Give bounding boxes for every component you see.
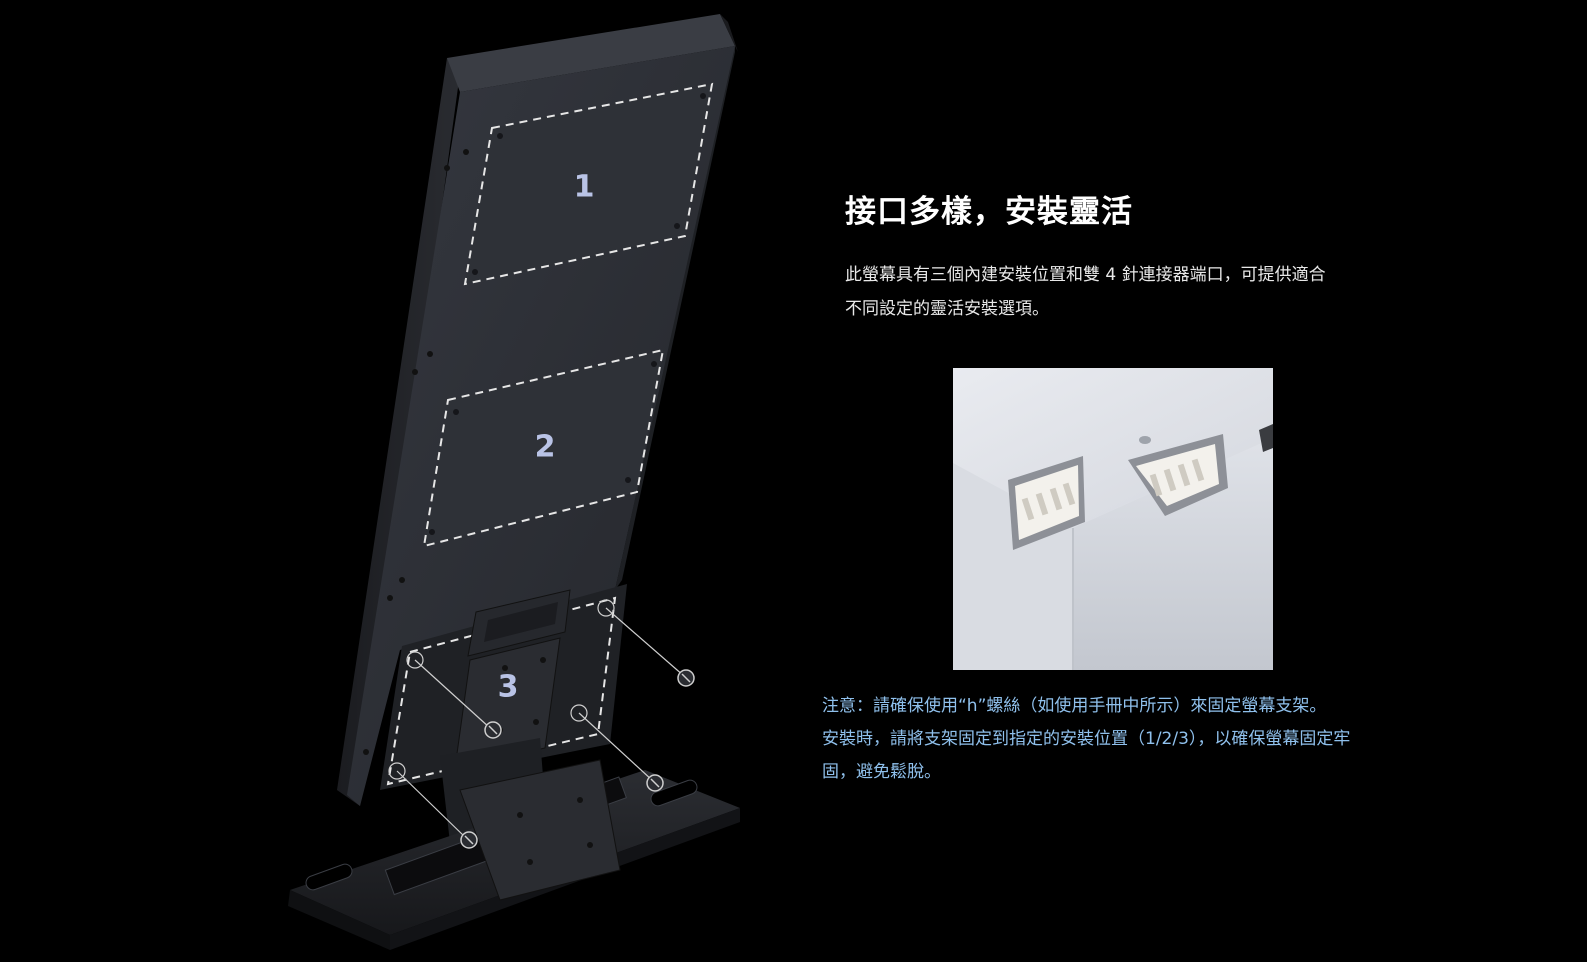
screw-icon (677, 669, 695, 687)
connector-closeup-image (953, 368, 1273, 670)
section-title: 接口多樣，安裝靈活 (845, 194, 1133, 230)
note-line: 安裝時，請將支架固定到指定的安裝位置（1/2/3），以確保螢幕固定牢 (822, 729, 1351, 749)
description-line: 此螢幕具有三個內建安裝位置和雙 4 針連接器端口，可提供適合 (845, 265, 1326, 285)
zone-number-2: 2 (535, 430, 556, 465)
monitor-mounting-illustration: 1 2 3 (288, 14, 740, 950)
section-description: 此螢幕具有三個內建安裝位置和雙 4 針連接器端口，可提供適合 不同設定的靈活安裝… (845, 258, 1390, 326)
screw-icon (484, 721, 502, 739)
mounting-zone-2: 2 (422, 348, 665, 548)
note-line: 注意：請確保使用“h”螺絲（如使用手冊中所示）來固定螢幕支架。 (822, 696, 1327, 716)
mounting-zone-1: 1 (463, 82, 714, 286)
description-line: 不同設定的靈活安裝選項。 (845, 299, 1049, 319)
connector-port-icon (1008, 456, 1085, 550)
screw-icon (646, 774, 664, 792)
stand-base (288, 738, 740, 950)
connector-port-icon (1128, 434, 1228, 516)
screw-icon (460, 831, 478, 849)
note-line: 固，避免鬆脫。 (822, 762, 941, 782)
screw-guides (388, 599, 685, 839)
panel-edge-screws (363, 149, 469, 755)
mounting-zone-3: 3 (380, 584, 627, 790)
zone-number-1: 1 (574, 170, 595, 205)
install-note: 注意：請確保使用“h”螺絲（如使用手冊中所示）來固定螢幕支架。 安裝時，請將支架… (822, 690, 1422, 789)
screw-icon-group (460, 669, 695, 849)
zone-number-3: 3 (498, 670, 519, 705)
